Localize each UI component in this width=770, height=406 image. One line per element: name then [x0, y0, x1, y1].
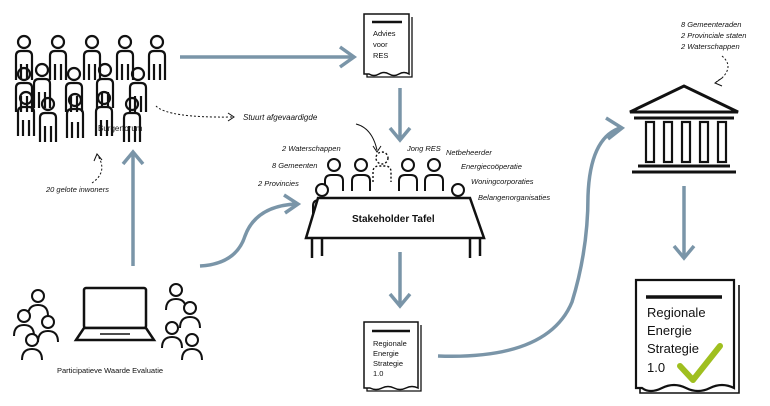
burgerforum-note: 20 gelote inwoners — [45, 185, 109, 194]
arrowhead-advies-to-table — [388, 126, 412, 143]
checkmark-icon — [677, 343, 723, 383]
stakeholder-left-member-1: 2 Waterschappen — [281, 144, 341, 153]
arrowhead-government-to-final — [672, 244, 696, 261]
stakeholder-table-icon — [304, 151, 486, 258]
stakeholder-right-member-1: Jong RES — [406, 144, 441, 153]
advies-line-3: RES — [373, 51, 388, 60]
burgerforum-crowd-icon — [14, 34, 167, 144]
government-member-3: 2 Waterschappen — [680, 42, 740, 51]
res-final-line-4: 1.0 — [647, 360, 665, 375]
res-final-line-1: Regionale — [647, 305, 706, 320]
dashed-line-to-table — [355, 123, 378, 151]
pwe-label: Participatieve Waarde Evaluatie — [57, 366, 163, 375]
stakeholder-left-member-2: 8 Gemeenten — [272, 161, 317, 170]
advies-line-2: voor — [373, 40, 388, 49]
arrowhead-government — [713, 77, 723, 87]
stakeholder-left-member-3: 2 Provincies — [257, 179, 299, 188]
res-draft-line-1: Regionale — [373, 339, 407, 348]
res-final-line-3: Strategie — [647, 341, 699, 356]
res-draft-document-icon — [363, 321, 422, 392]
stakeholder-right-member-2: Netbeheerder — [446, 148, 492, 157]
dashed-line-note — [91, 155, 103, 184]
pwe-laptop-icon — [73, 286, 157, 342]
arrowhead-afgevaardigde — [227, 112, 235, 122]
arrowhead-table-to-res — [388, 292, 412, 309]
burgerforum-label: Burgerforum — [98, 124, 143, 133]
government-building-icon — [629, 84, 739, 174]
government-member-2: 2 Provinciale staten — [680, 31, 746, 40]
res-draft-line-4: 1.0 — [373, 369, 383, 378]
arrowhead-res-to-government — [605, 116, 626, 141]
dashed-line-afgevaardigde — [155, 105, 233, 118]
arrow-res-to-government — [437, 126, 621, 358]
arrow-pwe-to-table — [199, 202, 297, 268]
arrowhead-to-table — [372, 145, 382, 153]
res-draft-line-3: Strategie — [373, 359, 403, 368]
advies-document-icon — [363, 13, 413, 78]
stakeholder-right-member-4: Woningcorporaties — [471, 177, 534, 186]
stakeholder-right-member-3: Energiecoöperatie — [461, 162, 522, 171]
arrowhead-note — [93, 153, 103, 162]
stakeholder-label: Stakeholder Tafel — [352, 214, 435, 225]
dashed-line-government — [715, 55, 729, 83]
stakeholder-right-member-5: Belangenorganisaties — [478, 193, 550, 202]
res-final-line-2: Energie — [647, 323, 692, 338]
arrowhead-forum-to-advies — [338, 45, 358, 69]
government-member-1: 8 Gemeenteraden — [681, 20, 741, 29]
afgevaardigde-label: Stuurt afgevaardigde — [243, 113, 318, 122]
arrowhead-pwe-to-table — [283, 193, 302, 215]
advies-line-1: Advies — [373, 29, 396, 38]
res-draft-line-2: Energie — [373, 349, 399, 358]
arrowhead-pwe-to-forum — [121, 149, 145, 166]
